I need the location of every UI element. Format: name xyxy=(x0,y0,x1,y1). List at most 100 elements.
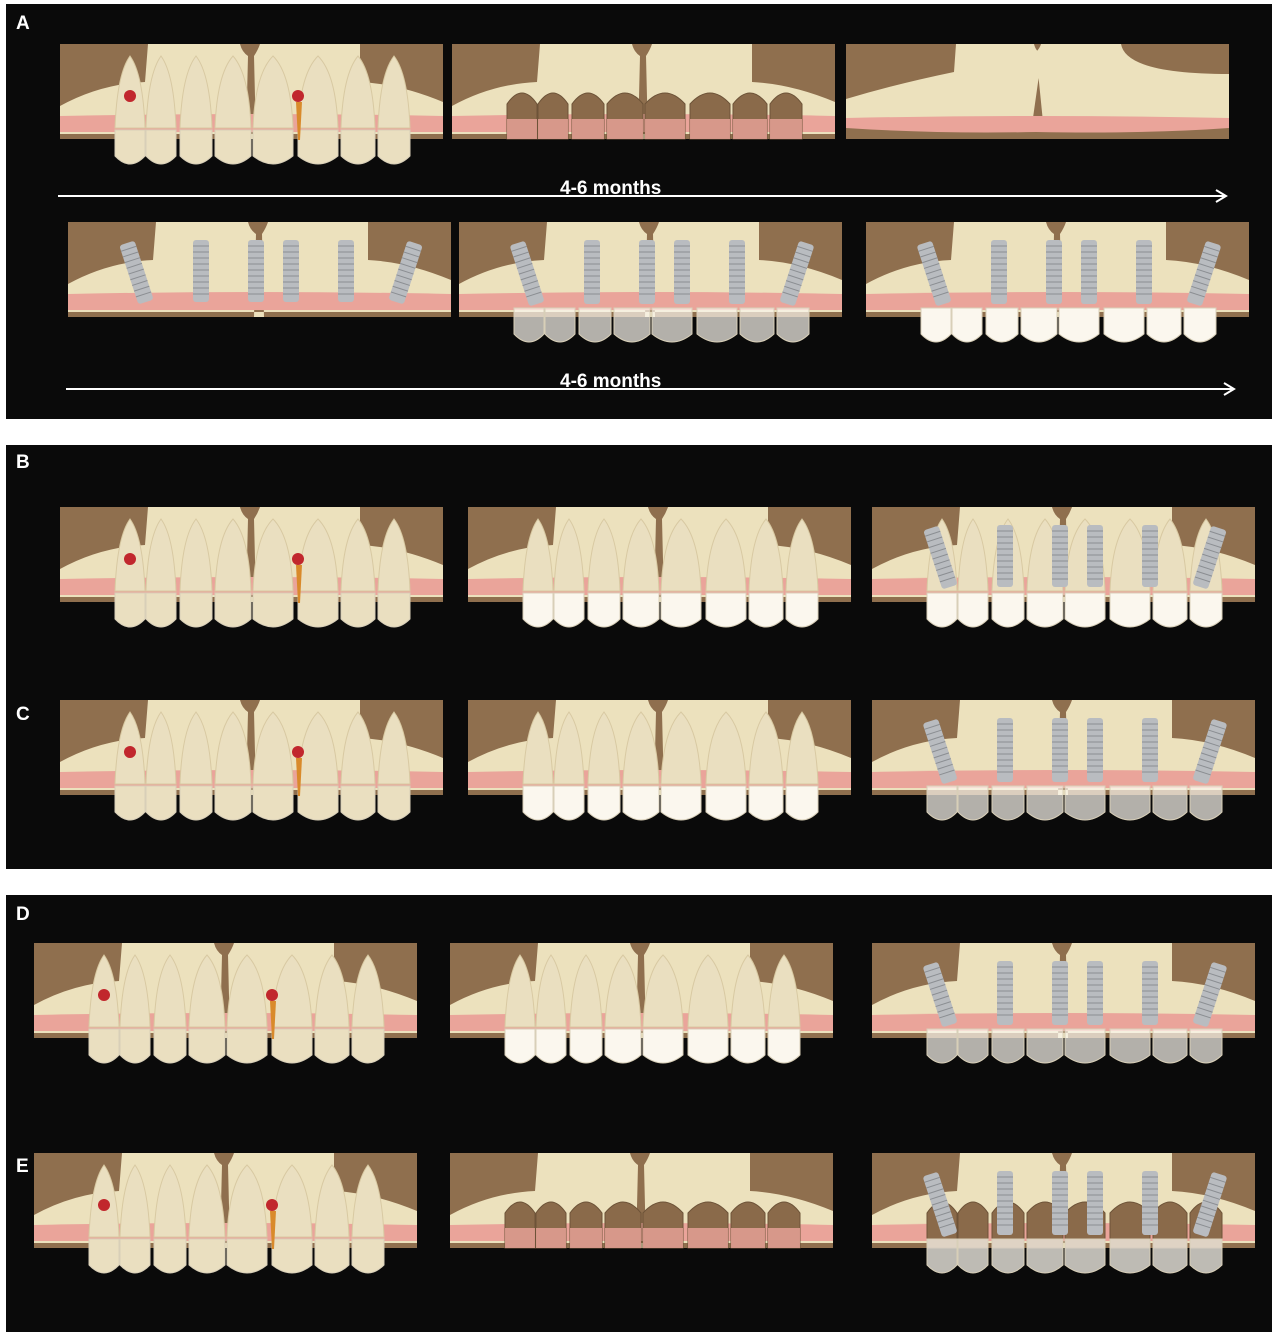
panel-bc: B C xyxy=(6,445,1272,869)
tooth-crown xyxy=(378,130,410,164)
tooth-crown xyxy=(1190,786,1222,820)
decay-spot xyxy=(124,746,136,758)
tooth-crown xyxy=(115,786,145,820)
timeline-label-1: 4-6 months xyxy=(560,179,661,198)
tooth-crown xyxy=(215,593,251,627)
illus-e2-root-remnants xyxy=(450,1153,833,1258)
gum-cuff xyxy=(645,119,685,139)
illus-e1-natural-teeth xyxy=(34,1153,417,1293)
tooth-crown xyxy=(545,308,575,342)
implant xyxy=(729,240,745,304)
implant-body xyxy=(1052,525,1068,587)
tooth-crown xyxy=(272,1239,312,1273)
tooth-crown xyxy=(378,593,410,627)
implant xyxy=(1052,1171,1068,1235)
panel-label-e: E xyxy=(16,1157,29,1176)
implant xyxy=(991,240,1007,304)
panel-label-c: C xyxy=(16,705,30,724)
dental-arch-illustration xyxy=(60,700,443,840)
gum-cuff xyxy=(507,119,537,139)
tooth-crown xyxy=(1110,786,1150,820)
tooth-crown xyxy=(986,308,1018,342)
timeline-label-2: 4-6 months xyxy=(560,372,661,391)
gum-cuff xyxy=(768,1228,800,1248)
implant xyxy=(639,240,655,304)
tooth-crown xyxy=(927,1029,957,1063)
gum-cuff xyxy=(538,119,568,139)
illus-d3-implant-supported-prosthesis xyxy=(872,943,1255,1083)
gingiva xyxy=(846,116,1229,133)
tooth-crown xyxy=(89,1239,119,1273)
dental-arch-illustration xyxy=(866,222,1249,362)
tooth-crown xyxy=(958,786,988,820)
tooth-crown xyxy=(189,1029,225,1063)
tooth-crown xyxy=(992,1029,1024,1063)
tooth-crown xyxy=(378,786,410,820)
tooth-crown xyxy=(768,1029,800,1063)
gum-cuff xyxy=(607,119,643,139)
tooth-crown xyxy=(180,593,212,627)
tooth-crown xyxy=(731,1029,765,1063)
tooth-crown xyxy=(298,593,338,627)
implant xyxy=(1142,718,1158,782)
implant xyxy=(1046,240,1062,304)
tooth-crown xyxy=(253,130,293,164)
tooth-crown xyxy=(952,308,982,342)
tooth-crown xyxy=(554,786,584,820)
gum-cuff xyxy=(733,119,767,139)
implant xyxy=(1142,525,1158,587)
tooth-crown xyxy=(588,786,620,820)
tooth-crown xyxy=(623,593,659,627)
dental-arch-illustration xyxy=(846,44,1229,139)
tooth-crown xyxy=(992,786,1024,820)
illus-b1-natural-teeth xyxy=(60,507,443,647)
tooth-crown xyxy=(514,308,544,342)
illus-b2-denture-over-roots xyxy=(468,507,851,647)
tooth-crown xyxy=(146,786,176,820)
tooth-crown xyxy=(1153,1029,1187,1063)
tooth-crown xyxy=(1027,1239,1063,1273)
tooth-crown xyxy=(1021,308,1057,342)
dental-arch-illustration xyxy=(459,222,842,362)
tooth-crown xyxy=(927,593,957,627)
dental-arch-illustration xyxy=(60,44,443,184)
tooth-crown xyxy=(688,1029,728,1063)
implant xyxy=(997,1171,1013,1235)
tooth-crown xyxy=(992,1239,1024,1273)
tooth-crown xyxy=(927,786,957,820)
tooth-crown xyxy=(272,1029,312,1063)
implant xyxy=(1142,1171,1158,1235)
gum-cuff xyxy=(688,1228,728,1248)
tooth-crown xyxy=(180,130,212,164)
decay-spot xyxy=(98,1199,110,1211)
dental-arch-illustration xyxy=(450,943,833,1083)
implant xyxy=(1087,718,1103,782)
implant xyxy=(338,240,354,302)
tooth-crown xyxy=(253,786,293,820)
gum-cuff xyxy=(643,1228,683,1248)
implant xyxy=(283,240,299,302)
implant xyxy=(997,961,1013,1025)
tooth-crown xyxy=(146,130,176,164)
illus-c2-denture-over-roots xyxy=(468,700,851,840)
tooth-crown xyxy=(341,130,375,164)
implant-body xyxy=(1087,525,1103,587)
implant xyxy=(1142,961,1158,1025)
tooth-crown xyxy=(180,786,212,820)
tooth-crown xyxy=(927,1239,957,1273)
tooth-crown xyxy=(115,130,145,164)
implant xyxy=(1052,961,1068,1025)
implant xyxy=(1052,718,1068,782)
tooth-crown xyxy=(154,1239,186,1273)
gum-cuff xyxy=(690,119,730,139)
tooth-crown xyxy=(623,786,659,820)
tooth-crown xyxy=(1027,593,1063,627)
illus-e3-implants-among-stumps xyxy=(872,1153,1255,1308)
tooth-crown xyxy=(958,1029,988,1063)
tooth-crown xyxy=(523,593,553,627)
decay-spot xyxy=(98,989,110,1001)
dental-arch-illustration xyxy=(450,1153,833,1258)
tooth-crown xyxy=(643,1029,683,1063)
tooth-crown xyxy=(253,593,293,627)
illus-a4-implants-placed xyxy=(68,222,451,312)
